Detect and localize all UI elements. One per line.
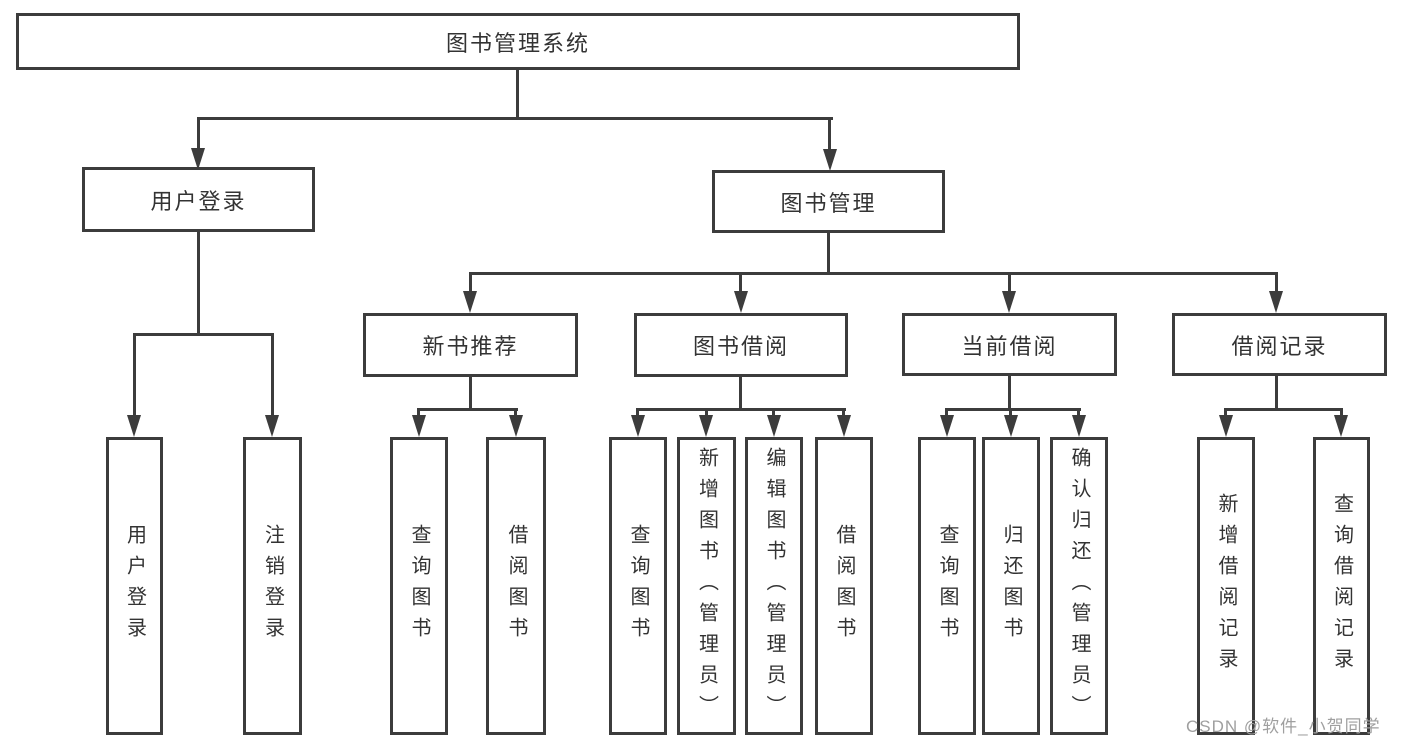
- connector-root-stem: [516, 69, 519, 120]
- connector-group1-bus: [636, 408, 846, 411]
- node-new-book-recommend: 新书推荐: [363, 313, 578, 377]
- arrow-down-icon: [940, 415, 954, 437]
- leaf-label: 新增图书（管理员）: [695, 446, 718, 726]
- arrow-down-icon: [837, 415, 851, 437]
- leaf-add-books-admin: 新增图书（管理员）: [677, 437, 736, 735]
- connector-to-current-borrow: [1008, 272, 1011, 293]
- leaf-user-login: 用户登录: [106, 437, 163, 735]
- connector-leaf: [1224, 408, 1227, 417]
- arrow-down-icon: [1334, 415, 1348, 437]
- node-label: 图书管理系统: [445, 30, 590, 56]
- leaf-label: 注销登录: [261, 524, 284, 648]
- arrow-down-icon: [631, 415, 645, 437]
- connector-group2-stem: [1008, 376, 1011, 411]
- leaf-query-books-current: 查询图书: [918, 437, 976, 735]
- connector-login-stem: [197, 232, 200, 336]
- connector-leaf: [1009, 408, 1012, 417]
- leaf-confirm-return-admin: 确认归还（管理员）: [1050, 437, 1108, 735]
- connector-to-borrow-records: [1275, 272, 1278, 293]
- connector-to-user-login: [197, 117, 200, 148]
- leaf-label: 归还图书: [1000, 524, 1022, 648]
- arrow-down-icon: [265, 415, 279, 437]
- leaf-label: 编辑图书（管理员）: [763, 446, 785, 726]
- leaf-edit-books-admin: 编辑图书（管理员）: [745, 437, 803, 735]
- leaf-return-books: 归还图书: [982, 437, 1040, 735]
- connector-group2-bus: [945, 408, 1081, 411]
- arrow-down-icon: [127, 415, 141, 437]
- connector-group0-bus: [417, 408, 518, 411]
- connector-group3-bus: [1224, 408, 1343, 411]
- arrow-down-icon: [509, 415, 523, 437]
- watermark: CSDN @软件_小贺同学: [1186, 717, 1381, 736]
- arrow-down-icon: [463, 291, 477, 313]
- connector-group1-stem: [739, 377, 742, 411]
- leaf-label: 查询图书: [627, 524, 649, 648]
- leaf-add-borrow-record: 新增借阅记录: [1197, 437, 1255, 735]
- arrow-down-icon: [1072, 415, 1086, 437]
- node-book-management: 图书管理: [712, 170, 945, 233]
- connector-leaf: [1340, 408, 1343, 417]
- arrow-down-icon: [767, 415, 781, 437]
- node-current-borrow: 当前借阅: [902, 313, 1117, 376]
- leaf-query-borrow-record: 查询借阅记录: [1313, 437, 1370, 735]
- leaf-label: 查询图书: [936, 524, 958, 648]
- leaf-query-books-borrow: 查询图书: [609, 437, 667, 735]
- leaf-logout: 注销登录: [243, 437, 302, 735]
- connector-leaf: [514, 408, 517, 417]
- connector-leaf: [842, 408, 845, 417]
- leaf-borrow-books-recommend: 借阅图书: [486, 437, 546, 735]
- connector-level2-bus: [197, 117, 833, 120]
- leaf-label: 借阅图书: [505, 524, 527, 648]
- node-borrow-records: 借阅记录: [1172, 313, 1387, 376]
- node-label: 图书管理: [780, 190, 877, 216]
- arrow-down-icon: [1269, 291, 1283, 313]
- connector-leaf: [1077, 408, 1080, 417]
- connector-leaf: [705, 408, 708, 417]
- connector-to-login-leaf: [133, 333, 136, 417]
- node-label: 用户登录: [150, 188, 247, 214]
- arrow-down-icon: [191, 148, 205, 170]
- connector-to-logout-leaf: [271, 333, 274, 417]
- leaf-borrow-books: 借阅图书: [815, 437, 873, 735]
- connector-to-book-borrow: [739, 272, 742, 293]
- arrow-down-icon: [1219, 415, 1233, 437]
- leaf-label: 查询借阅记录: [1330, 493, 1353, 679]
- leaf-label: 用户登录: [123, 524, 146, 648]
- node-label: 当前借阅: [961, 333, 1058, 359]
- arrow-down-icon: [699, 415, 713, 437]
- node-label: 借阅记录: [1231, 333, 1328, 359]
- arrow-down-icon: [1004, 415, 1018, 437]
- node-library-management-system: 图书管理系统: [16, 13, 1020, 70]
- arrow-down-icon: [823, 149, 837, 171]
- connector-leaf: [636, 408, 639, 417]
- node-user-login-branch: 用户登录: [82, 167, 315, 232]
- connector-group3-stem: [1275, 376, 1278, 411]
- arrow-down-icon: [412, 415, 426, 437]
- connector-to-new-book: [469, 272, 472, 293]
- leaf-label: 新增借阅记录: [1215, 493, 1237, 679]
- connector-login-bus: [133, 333, 274, 336]
- node-label: 新书推荐: [422, 334, 519, 359]
- arrow-down-icon: [734, 291, 748, 313]
- leaf-label: 查询图书: [408, 524, 430, 648]
- leaf-label: 确认归还（管理员）: [1068, 446, 1090, 726]
- leaf-query-books-recommend: 查询图书: [390, 437, 448, 735]
- connector-group0-stem: [469, 377, 472, 411]
- connector-leaf: [772, 408, 775, 417]
- connector-to-book-mgmt: [828, 117, 831, 149]
- arrow-down-icon: [1002, 291, 1016, 313]
- node-label: 图书借阅: [692, 334, 789, 359]
- connector-level3-bus: [469, 272, 1278, 275]
- connector-mgmt-stem: [827, 233, 830, 275]
- connector-leaf: [945, 408, 948, 417]
- node-book-borrow: 图书借阅: [634, 313, 848, 377]
- connector-leaf: [417, 408, 420, 417]
- leaf-label: 借阅图书: [833, 524, 855, 648]
